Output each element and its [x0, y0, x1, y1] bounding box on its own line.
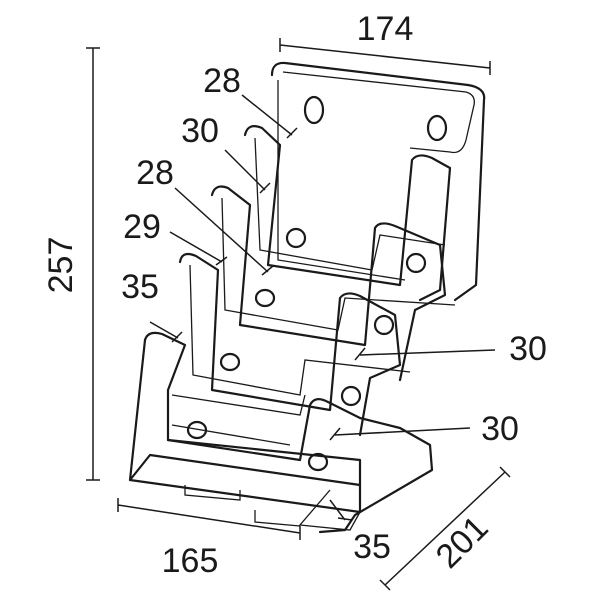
- dim-line-165: [117, 498, 301, 540]
- label-30-right-lower: 30: [481, 410, 519, 448]
- label-174: 174: [357, 10, 414, 48]
- mounting-holes: [186, 95, 448, 472]
- pocket-3: [178, 252, 402, 437]
- leader-30-right-lower: [329, 427, 471, 441]
- leader-30-top: [224, 149, 271, 194]
- dim-line-174: [279, 38, 491, 75]
- label-35-left: 35: [121, 268, 159, 306]
- label-30-top: 30: [181, 112, 219, 150]
- label-29: 29: [123, 208, 161, 246]
- leader-30-right-upper: [354, 347, 496, 361]
- leader-35-left: [149, 321, 183, 343]
- leader-29: [169, 231, 228, 266]
- dim-line-201: [379, 466, 511, 591]
- back-panel: [270, 61, 486, 302]
- label-35-bottom: 35: [353, 528, 391, 566]
- pocket-2: [210, 185, 447, 382]
- label-28-mid: 28: [136, 154, 174, 192]
- front-base: [128, 338, 362, 514]
- label-257: 257: [42, 237, 80, 294]
- label-30-right-upper: 30: [509, 330, 547, 368]
- pocket-1: [243, 125, 452, 302]
- dimension-lines: [86, 38, 511, 591]
- leader-35-bottom: [329, 499, 353, 521]
- pocket-4: [143, 331, 434, 534]
- dim-line-257: [86, 47, 100, 481]
- label-28-top: 28: [203, 62, 241, 100]
- label-201: 201: [429, 509, 496, 576]
- brochure-holder-drawing: [128, 61, 486, 534]
- leader-28-mid: [174, 187, 274, 276]
- leader-28-top: [241, 94, 298, 139]
- label-165: 165: [162, 542, 219, 580]
